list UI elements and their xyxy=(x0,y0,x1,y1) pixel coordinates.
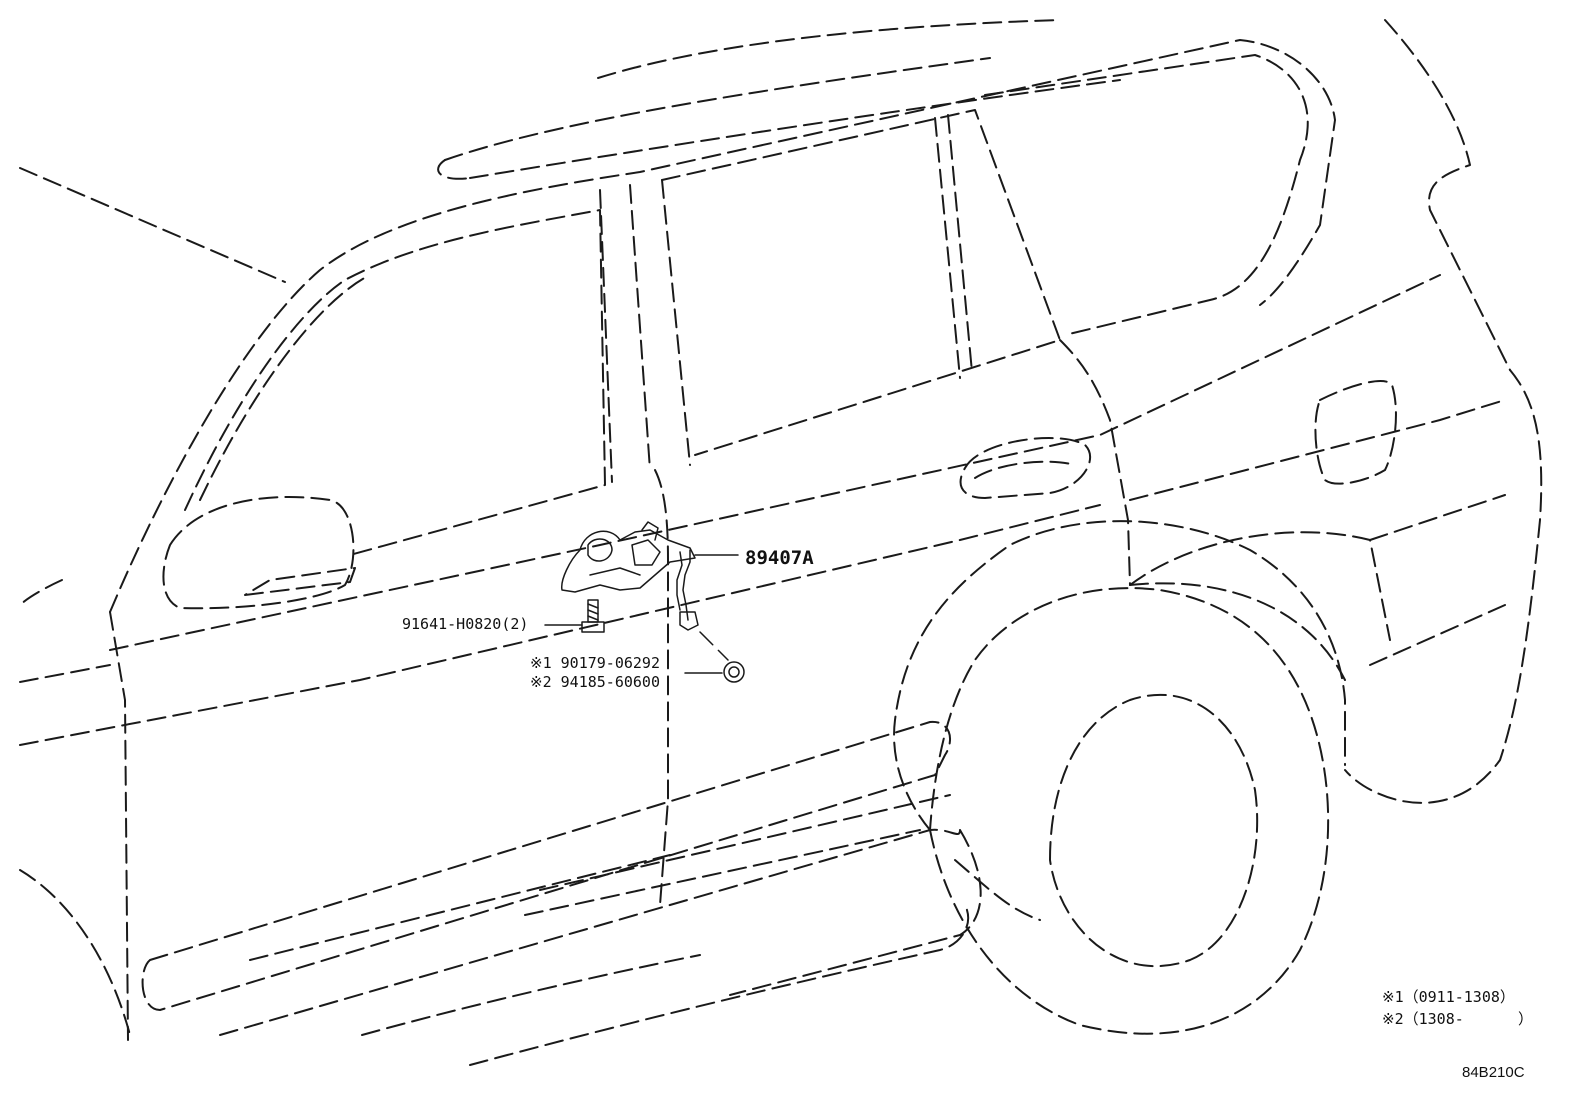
callout-alt-part-1: ※1 90179-06292 xyxy=(530,654,660,672)
side-mirror xyxy=(162,496,356,610)
callout-bolt: 91641-H0820(2) xyxy=(402,615,529,633)
hood-outline xyxy=(19,167,286,1036)
wheel-arch xyxy=(893,494,1506,831)
callout-alt-part-2: ※2 94185-60600 xyxy=(530,673,660,691)
body-roofline xyxy=(109,19,1543,804)
quarter-window xyxy=(984,54,1309,336)
fuel-door xyxy=(1314,379,1397,485)
legend-note-1: ※1（0911-1308） xyxy=(1382,988,1515,1006)
roof-rails xyxy=(437,19,1121,180)
b-pillar xyxy=(599,179,691,483)
door-handle xyxy=(959,437,1091,499)
callout-main-part: 89407A xyxy=(745,547,814,569)
door-shut-lines xyxy=(109,339,1131,1041)
height-sensor-part xyxy=(544,521,745,683)
lower-body xyxy=(141,720,982,1066)
legend-note-2: ※2（1308- ） xyxy=(1382,1010,1533,1028)
front-window xyxy=(184,209,606,556)
rear-tire xyxy=(929,587,1330,1035)
rear-window xyxy=(661,109,1061,456)
belt-lines xyxy=(19,274,1506,746)
figure-code: 84B210C xyxy=(1462,1064,1525,1081)
